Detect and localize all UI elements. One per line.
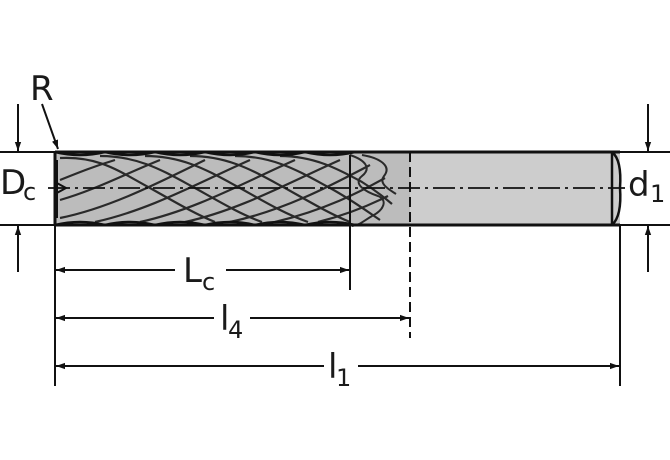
- radius-leader: [41, 103, 59, 150]
- label-overall-length-sub: 1: [336, 364, 351, 392]
- label-neck-length-sub: 4: [228, 316, 243, 344]
- flute-runout: [349, 154, 385, 227]
- label-shank-diameter-sub: 1: [650, 180, 665, 208]
- label-shank-diameter: d: [628, 165, 650, 205]
- label-overall-length: l: [328, 347, 337, 387]
- label-cutting-length-sub: c: [202, 268, 215, 296]
- label-cutting-diameter: D: [0, 163, 26, 203]
- flute-helix-pattern: [59, 154, 393, 224]
- label-cutting-length: L: [183, 251, 202, 291]
- label-neck-length: l: [220, 299, 229, 339]
- label-radius: R: [30, 69, 54, 109]
- label-cutting-diameter-sub: c: [23, 178, 36, 206]
- tool-body: [53, 150, 622, 227]
- flute-runout-2: [361, 154, 397, 195]
